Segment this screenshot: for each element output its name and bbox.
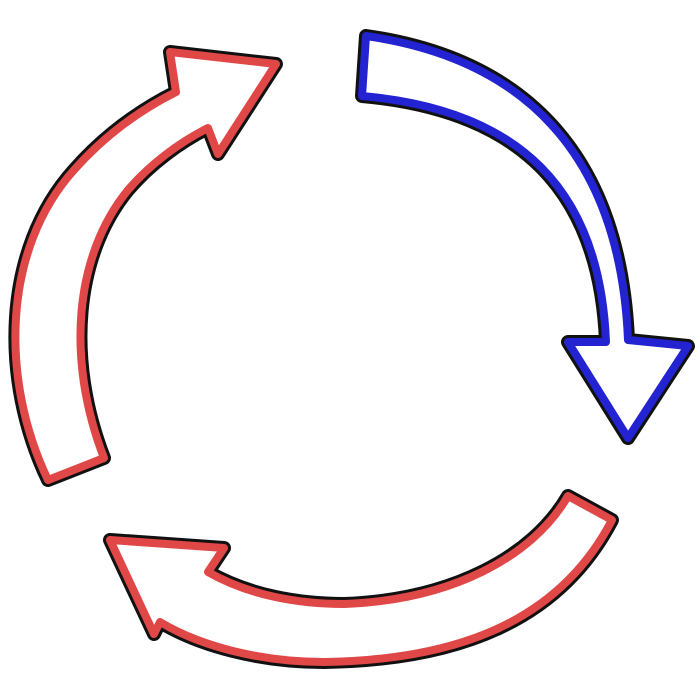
arrow-left-stroke xyxy=(11,48,280,484)
arrow-bottom xyxy=(103,489,619,669)
arrow-left xyxy=(8,45,283,487)
arrow-bottom-stroke xyxy=(106,492,616,666)
arrow-top-right xyxy=(355,29,695,445)
arrow-top-right-stroke xyxy=(358,32,692,442)
